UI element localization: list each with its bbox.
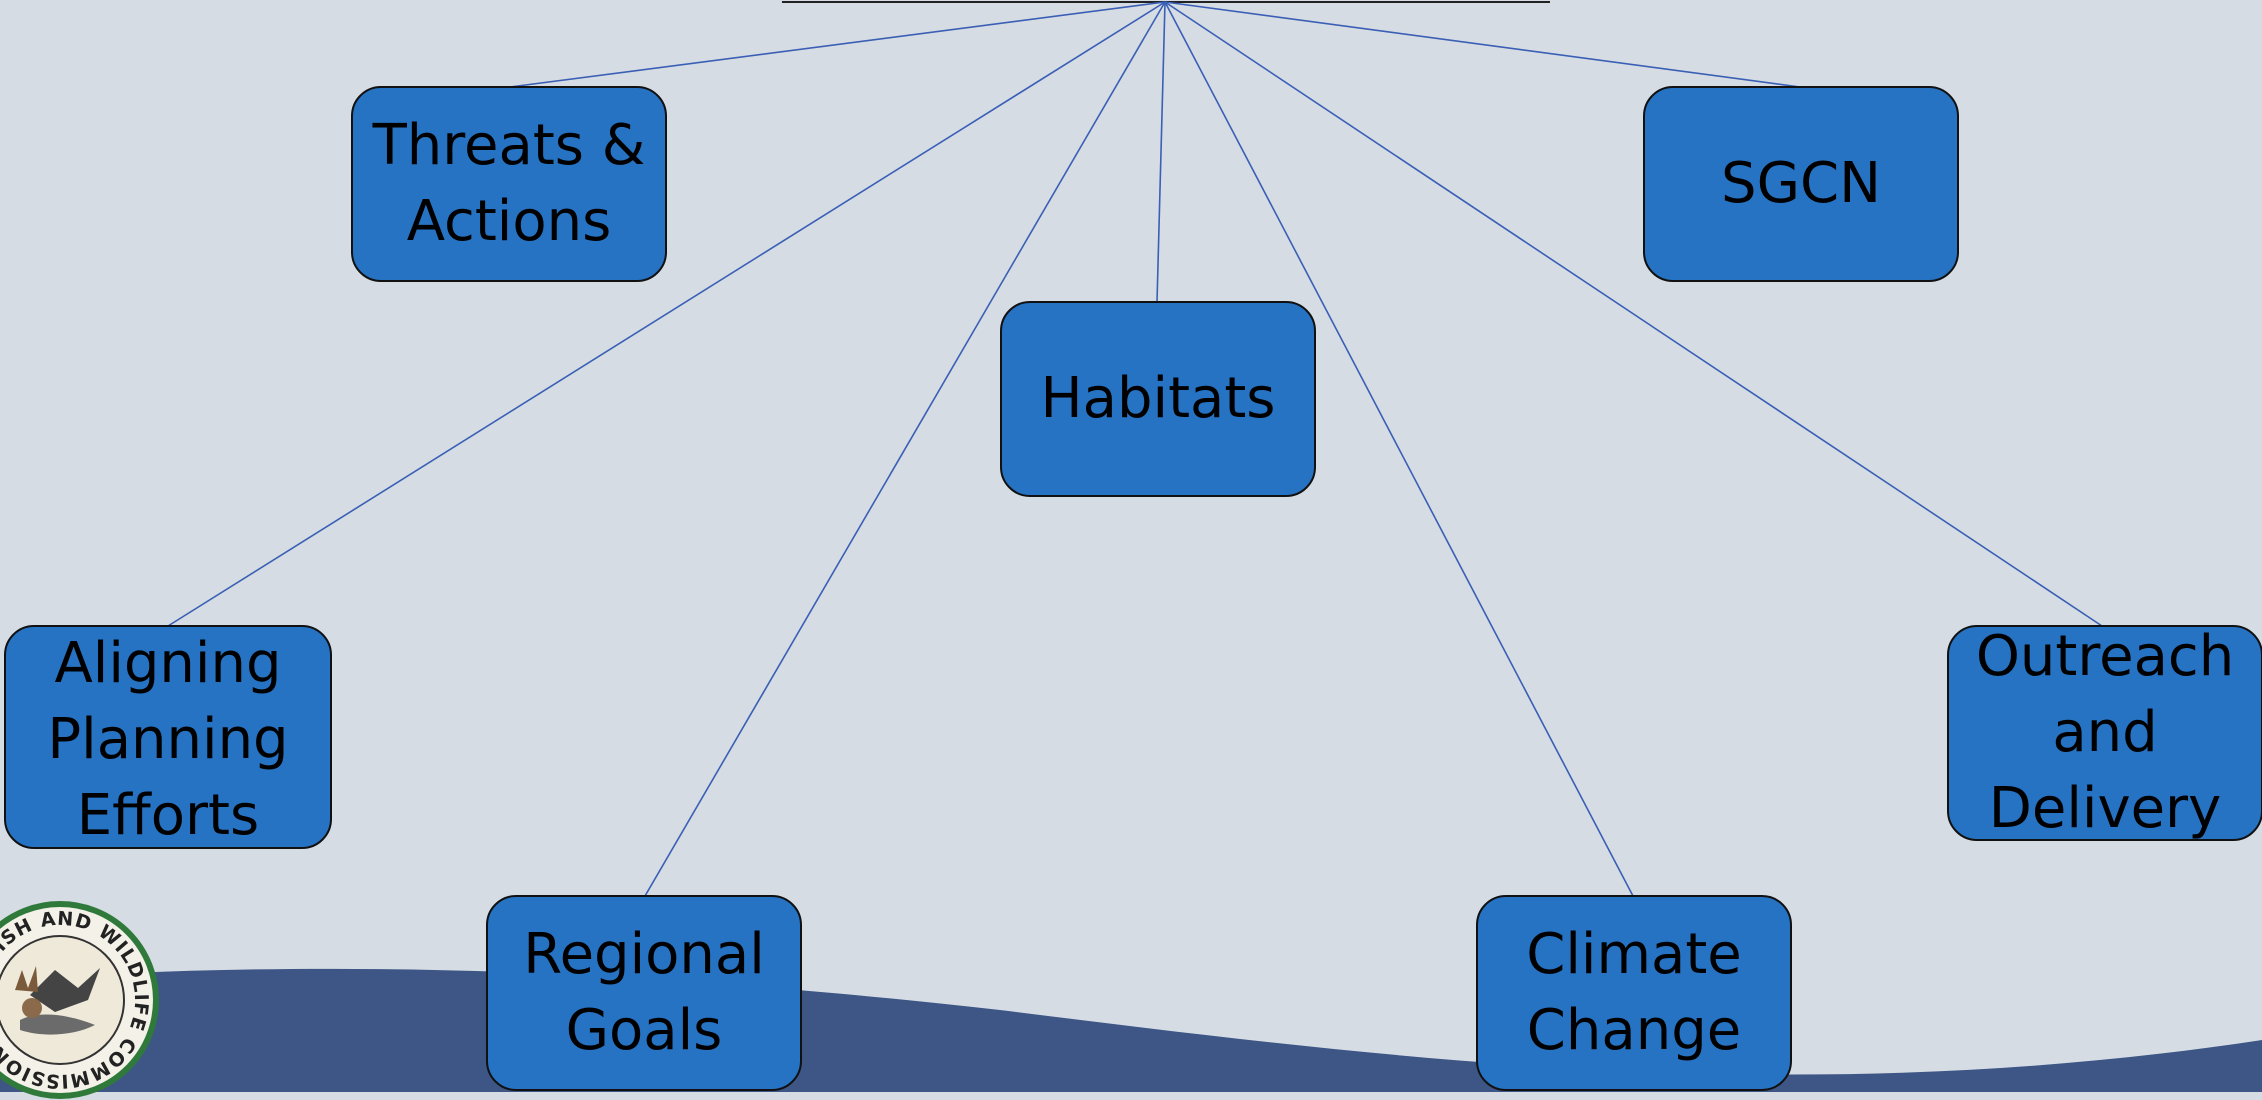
connector-sgcn	[1164, 1, 1801, 88]
node-aligning-planning-efforts[interactable]: Aligning Planning Efforts	[4, 625, 332, 849]
node-label: Regional Goals	[523, 922, 765, 1063]
node-threats-actions[interactable]: Threats & Actions	[351, 86, 667, 282]
connector-habitats	[1156, 1, 1166, 303]
connector-outreach	[1164, 1, 2103, 627]
connector-climate	[1164, 1, 1634, 897]
node-habitats[interactable]: Habitats	[1000, 301, 1316, 497]
node-sgcn[interactable]: SGCN	[1643, 86, 1959, 282]
node-climate-change[interactable]: Climate Change	[1476, 895, 1792, 1091]
node-regional-goals[interactable]: Regional Goals	[486, 895, 802, 1091]
connector-regional	[644, 1, 1166, 897]
node-label: Aligning Planning Efforts	[47, 631, 289, 848]
node-label: Threats & Actions	[372, 113, 646, 254]
connector-threats	[509, 1, 1166, 88]
node-label: Habitats	[1040, 366, 1276, 431]
fish-and-wildlife-commission-seal-icon: FISH AND WILDLIFE COMMISSION	[0, 901, 159, 1099]
node-label: SGCN	[1721, 151, 1881, 216]
node-label: Outreach and Delivery	[1975, 625, 2235, 841]
node-label: Climate Change	[1526, 922, 1742, 1063]
connector-aligning	[167, 1, 1166, 627]
node-outreach-delivery[interactable]: Outreach and Delivery	[1947, 625, 2262, 841]
